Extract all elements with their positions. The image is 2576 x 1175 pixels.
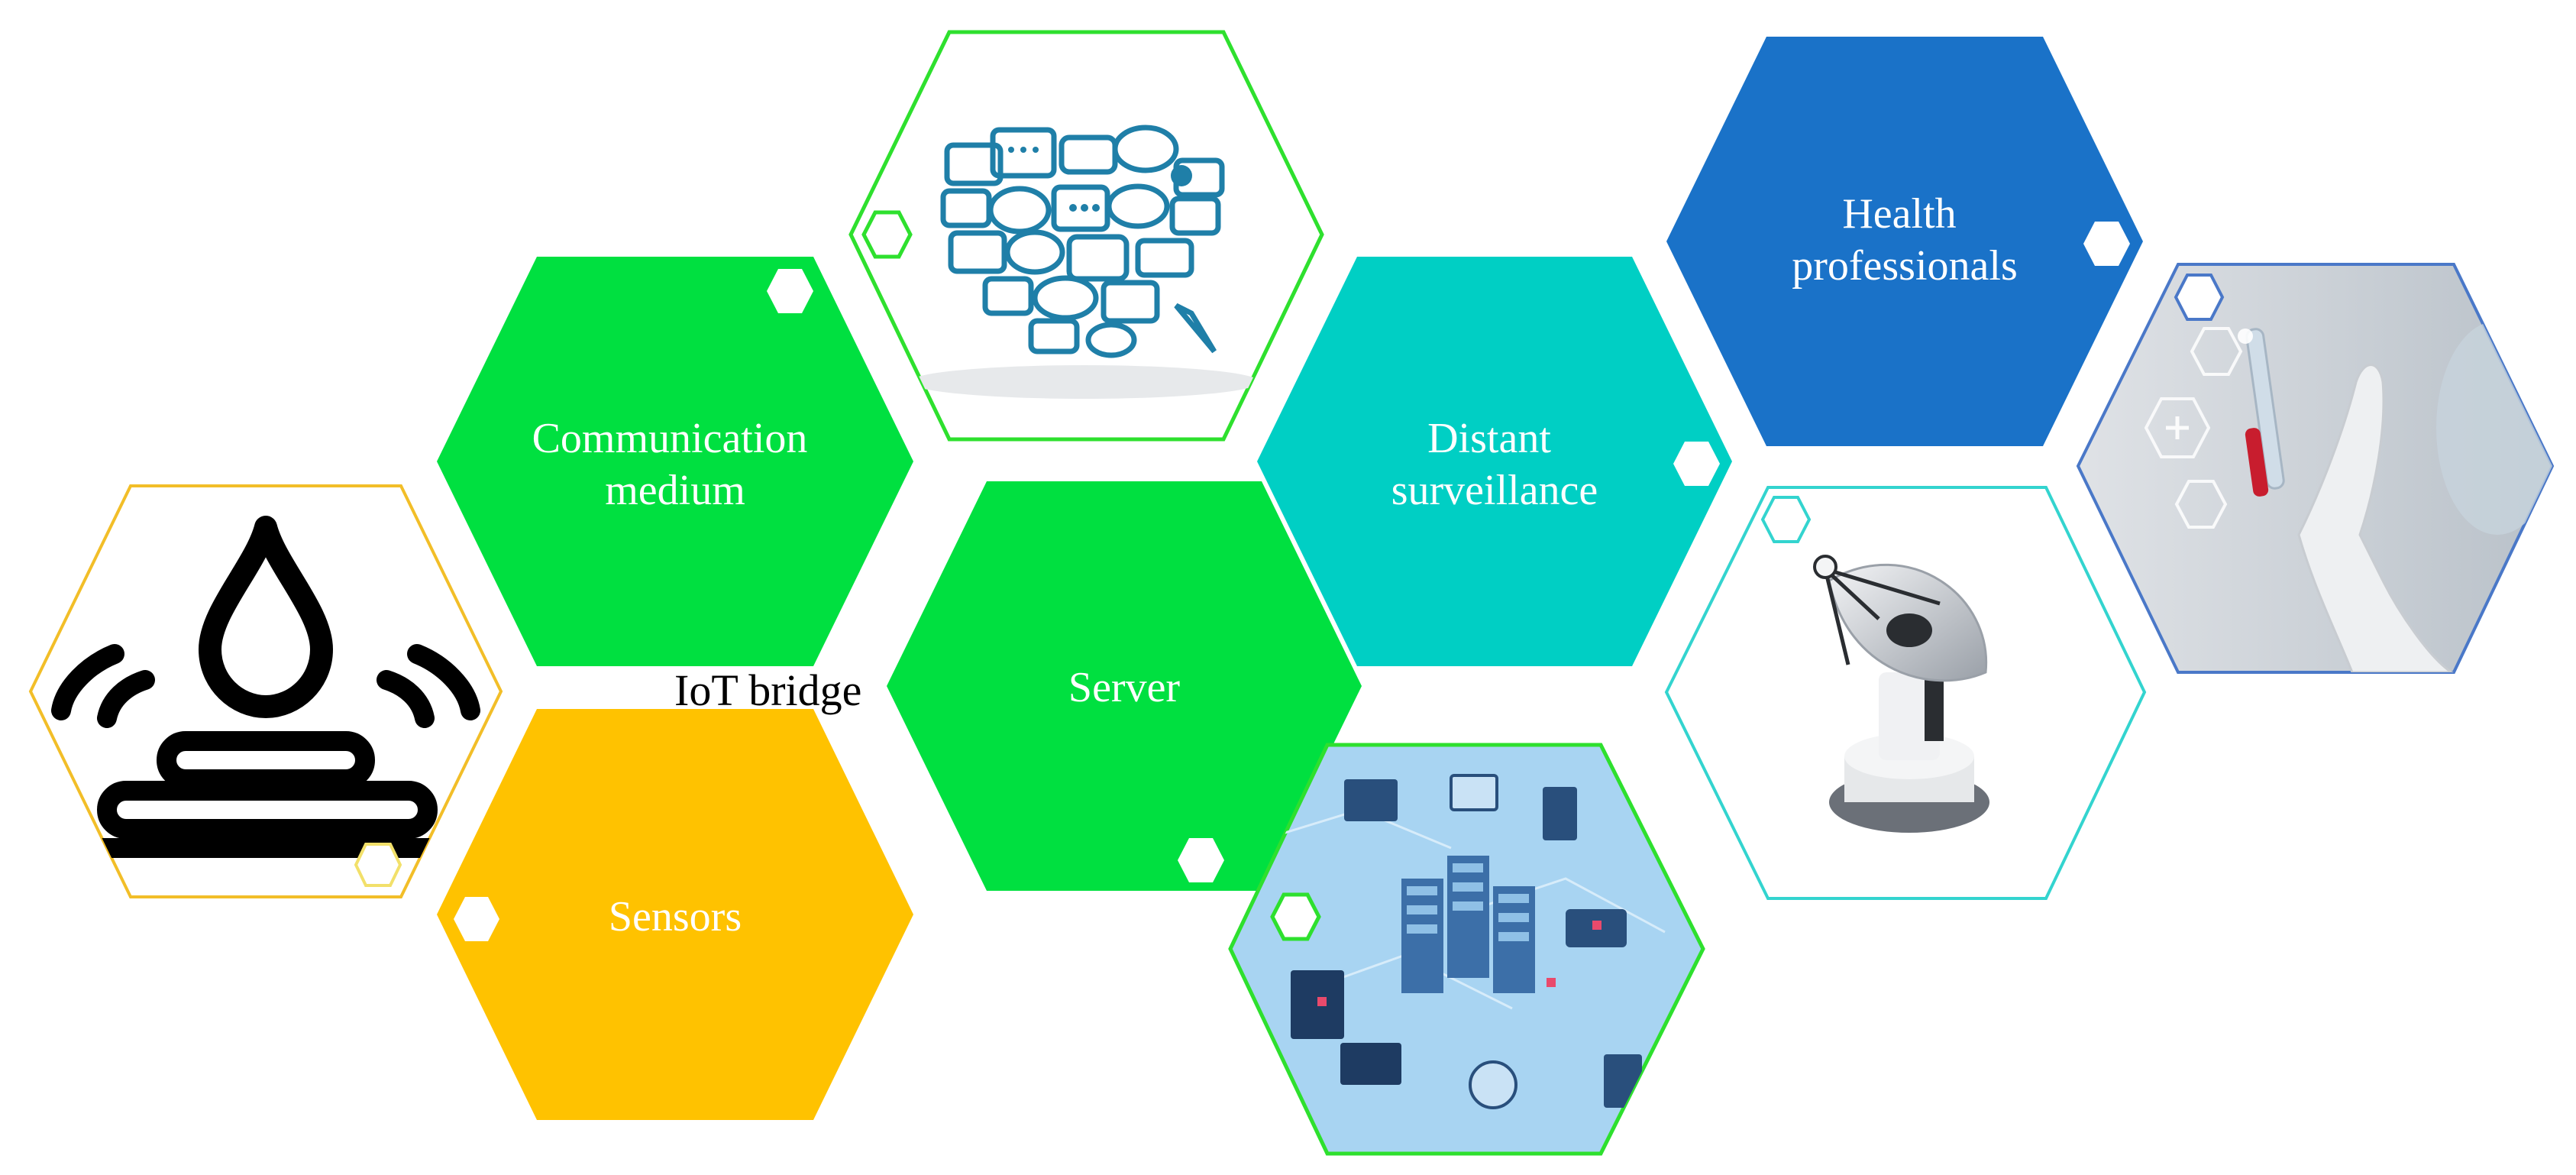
server-label: Server (1068, 664, 1181, 711)
server-network-image-hexagon (1230, 745, 1703, 1154)
communication-label-line2: medium (605, 467, 745, 514)
iot-bridge-label: IoT bridge (674, 665, 861, 715)
server-network-small-hexagon (1272, 895, 1319, 939)
sensors-label: Sensors (609, 893, 742, 940)
distant-label-line1: Distant (1427, 415, 1551, 462)
sensor-small-hexagon (356, 844, 400, 885)
communication-medium-hexagon: Communication medium (437, 257, 913, 666)
satellite-small-hexagon (1763, 497, 1809, 542)
doctor-small-hexagon (2176, 275, 2222, 319)
health-label-line1: Health (1842, 190, 1956, 238)
chat-image-hexagon (851, 32, 1322, 439)
chat-small-hexagon (864, 212, 910, 257)
health-label-line2: professionals (1792, 242, 2018, 290)
communication-label-line1: Communication (532, 415, 808, 462)
satellite-dish-image-hexagon (1666, 487, 2145, 898)
distant-surveillance-hexagon: Distant surveillance (1257, 257, 1732, 666)
health-professionals-hexagon: Health professionals (1666, 37, 2143, 446)
sensor-image-hexagon (31, 486, 501, 897)
sensors-hexagon: Sensors (437, 709, 913, 1120)
distant-label-line2: surveillance (1391, 467, 1598, 514)
health-hexagon-shape (1666, 37, 2143, 446)
doctor-image-hexagon (2078, 264, 2558, 672)
